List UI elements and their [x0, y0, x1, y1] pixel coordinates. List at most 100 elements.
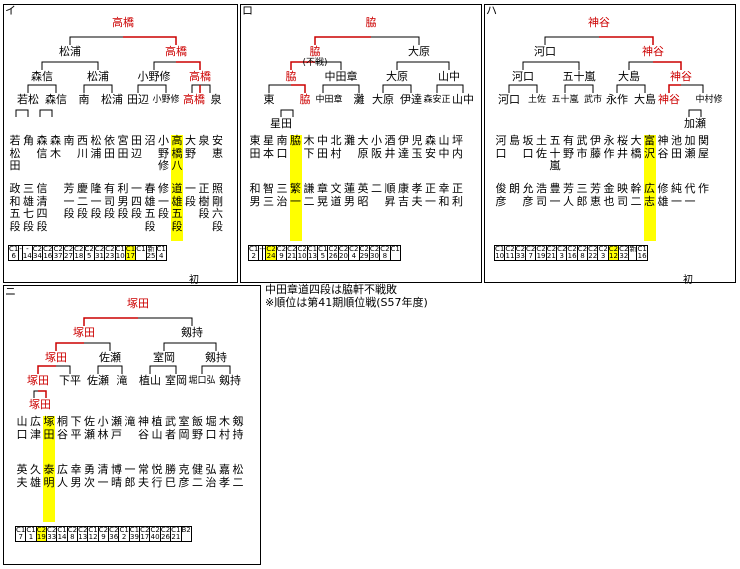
player-given-name: 一郎 [124, 463, 136, 489]
r16-name: 神谷 [658, 93, 680, 106]
player-name: 児玉 [411, 134, 423, 160]
player-entry: 泉正樹段 [198, 134, 210, 241]
rank-class: C2 [526, 245, 536, 253]
player-name: 富沢 [643, 134, 656, 183]
player-given-name: 利男段 [117, 182, 129, 220]
champion-name: 脇 [365, 16, 377, 29]
player-name: 森安 [425, 134, 436, 160]
footnote-mark: 初 [683, 275, 693, 286]
rank-class: C2 [338, 245, 349, 253]
rank-class: - [26, 245, 29, 253]
r16-name: 小野修 [152, 95, 180, 105]
rank-class: C2 [36, 526, 47, 534]
rank-class: C2 [140, 526, 150, 534]
player-name: 灘 [344, 134, 355, 147]
rank-class: C2 [94, 245, 105, 253]
rank-class: C2 [505, 245, 515, 253]
sf-name: 神谷 [642, 45, 664, 58]
player-given-name [50, 183, 62, 241]
player-name: 桐谷 [57, 415, 68, 441]
rank-class: C2 [150, 526, 160, 534]
player-entry: 土佐浩司 [536, 134, 548, 241]
rank-class: C2 [78, 526, 88, 534]
player-name: 佐瀬 [84, 415, 95, 441]
rank-class: B2 [181, 526, 191, 534]
player-name: 沼 [144, 134, 156, 147]
player-entry: 児玉孝夫 [411, 134, 423, 241]
rank-class: C1 [637, 245, 647, 253]
player-name: 依田 [104, 134, 115, 160]
player-entry: 武者勝巳 [165, 415, 177, 522]
player-entry: 森木 [50, 134, 62, 241]
qf-name: 大島 [618, 70, 640, 83]
player-entry: 五十嵐豊一 [549, 134, 561, 241]
champion-name: 神谷 [588, 16, 610, 29]
player-given-name: 三郎 [576, 182, 588, 208]
bracket-lines [268, 36, 464, 117]
qf-name: 高橋 [189, 70, 211, 83]
rank-number: 7 [18, 533, 23, 541]
player-entry: 山口英夫 [16, 415, 28, 522]
r16-name: 田辺 [127, 93, 149, 106]
rank-class: C1 [88, 526, 98, 534]
rank-number: 33 [47, 533, 57, 541]
r16-name: 塚田 [27, 374, 49, 387]
r16-name: 高橋 [183, 93, 205, 106]
r16-name: 下平 [59, 374, 81, 387]
qf-name: 松浦 [87, 70, 109, 83]
player-name: 剱持 [232, 415, 244, 441]
rank-cell: C1 [135, 245, 147, 261]
player-given-name: 信清四段 [36, 182, 48, 233]
qf-name: 脇 [285, 70, 297, 83]
r16-name: 中田章 [315, 95, 343, 105]
player-given-name: 博晴 [111, 463, 122, 489]
rank-number: 8 [580, 252, 585, 260]
player-entry: 滝一郎 [124, 415, 136, 522]
player-entry: 富沢広志 [643, 134, 656, 241]
rank-number: 8 [70, 533, 75, 541]
rank-class: C2 [515, 245, 526, 253]
rank-class: C2 [567, 245, 577, 253]
rank-number: 4 [158, 252, 164, 260]
player-name: 木下 [303, 134, 315, 160]
player-given-name: 文道 [330, 182, 342, 208]
rank-number: 6 [11, 252, 16, 260]
player-given-name: 有司段 [104, 182, 115, 220]
rank-class: C2 [588, 245, 598, 253]
sf-name: 河口 [534, 45, 556, 58]
player-name: 小阪 [371, 134, 382, 160]
rank-class: C2 [297, 245, 307, 253]
player-name: 安恵 [212, 134, 223, 160]
player-entry: 坂口允彦 [522, 134, 534, 241]
r16-name: 植山 [139, 374, 161, 387]
player-entry: 関屋作 [698, 134, 710, 241]
rank-class: C1 [129, 526, 140, 534]
player-given-name: 俊彦 [495, 182, 507, 208]
rank-number: 2 [121, 533, 127, 541]
player-entry: 若松田政和五段 [9, 134, 21, 241]
player-name: 土佐 [536, 134, 547, 160]
player-entry: 宮田利男段 [117, 134, 129, 241]
player-entry: 依田有司段 [104, 134, 116, 241]
sf-name: 大原 [408, 45, 430, 58]
player-given-name: 智三 [263, 182, 274, 208]
r16-name: 大原 [372, 93, 394, 106]
rank-number: 20 [339, 252, 348, 260]
r16-name: 大島 [634, 93, 656, 106]
player-name: 宮田 [117, 134, 129, 160]
player-entry: 神谷修雄 [657, 134, 669, 241]
rank-class: - [259, 245, 262, 253]
player-given-name: 正樹段 [198, 182, 210, 220]
rank-class: C2 [47, 526, 57, 534]
player-given-name: 三治 [276, 182, 288, 208]
